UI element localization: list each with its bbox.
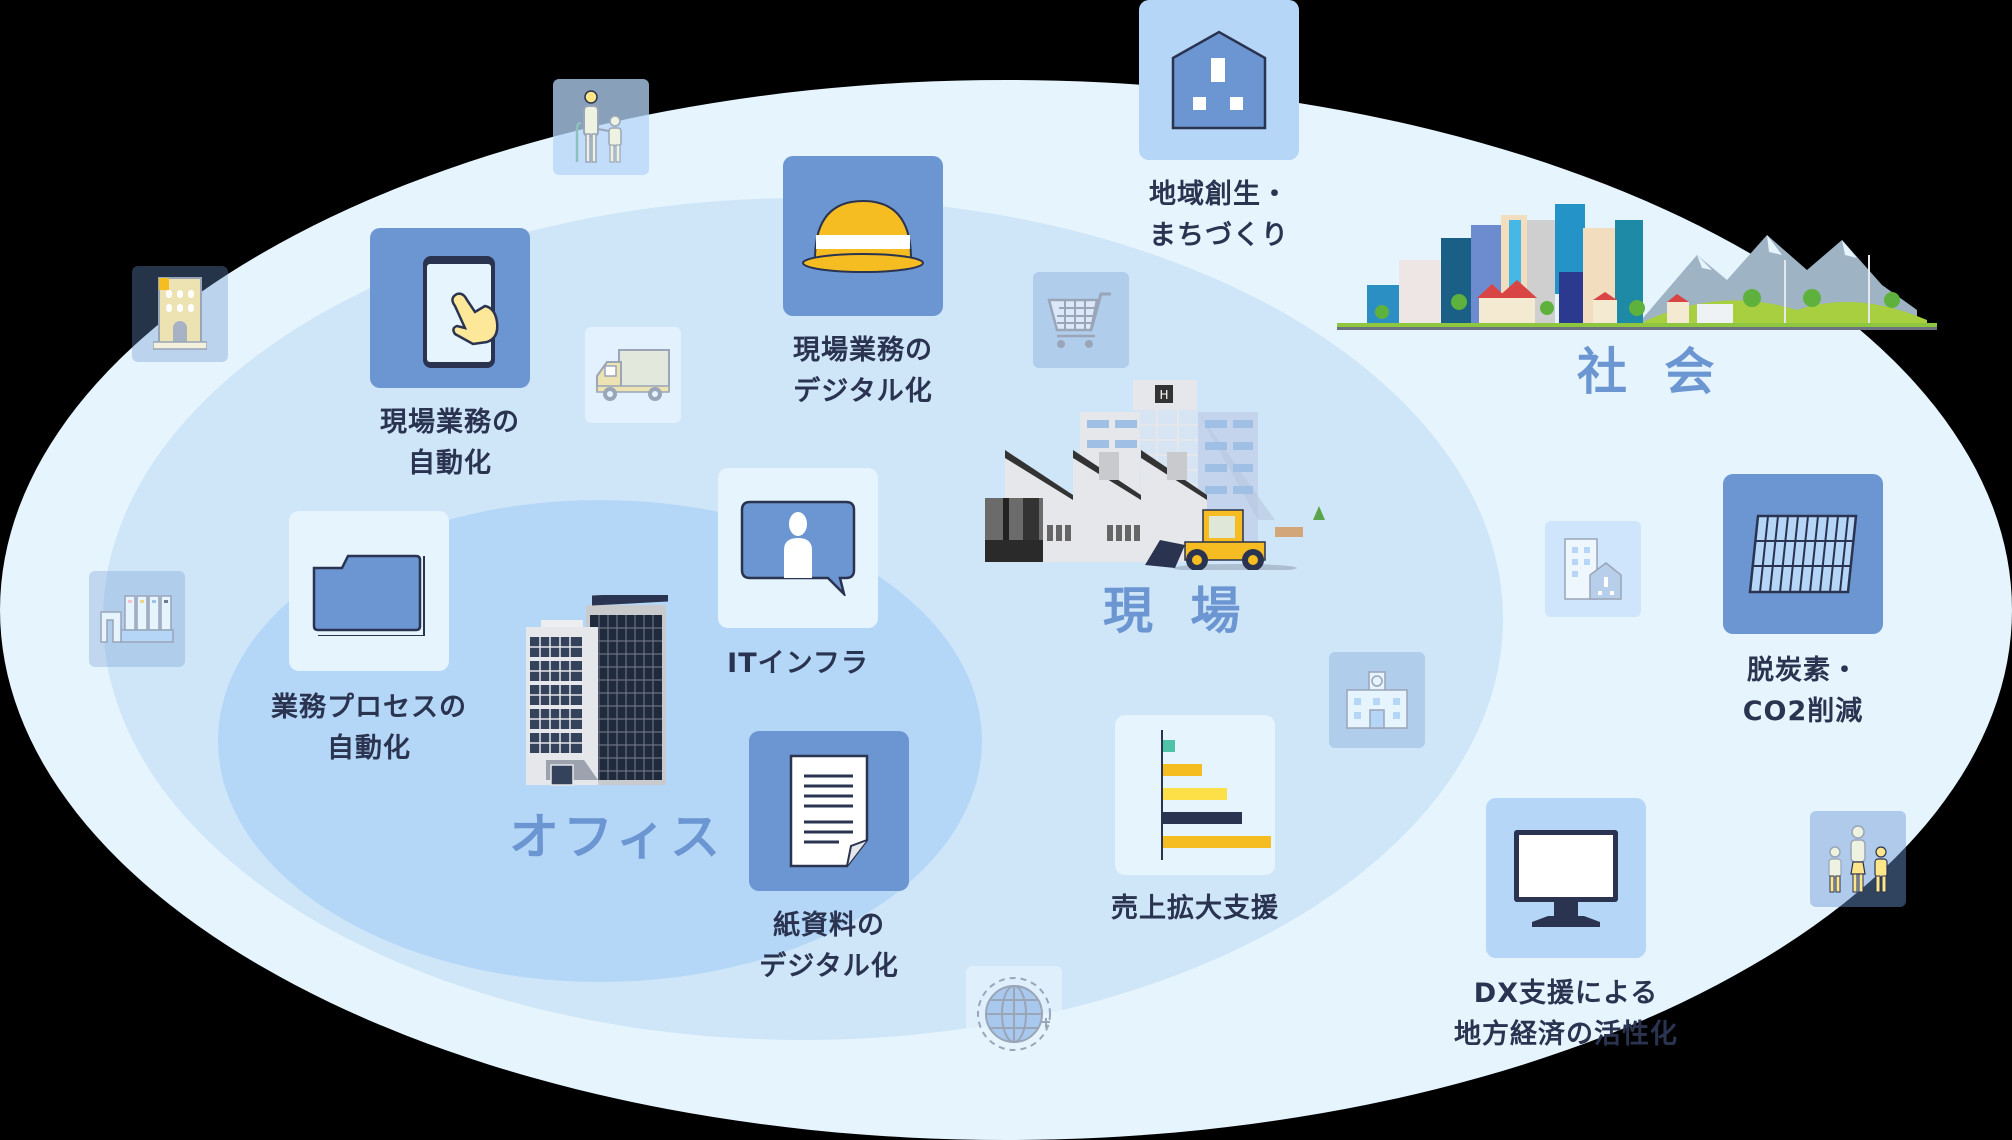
field-heading: 現 場 <box>1103 582 1251 640</box>
user-chat-icon <box>740 500 856 596</box>
bar-chart-icon <box>1137 730 1271 860</box>
tablet-tap-icon <box>423 256 499 368</box>
document-icon <box>789 754 869 868</box>
decarbonization-label: 脱炭素・ CO2削減 <box>1742 655 1864 727</box>
society-city-illustration <box>1337 200 1937 332</box>
house-icon <box>1171 30 1267 130</box>
globe-icon <box>977 977 1051 1051</box>
apartment-icon <box>153 277 207 350</box>
office-heading: オフィス <box>509 808 724 866</box>
decarbonization-card[interactable] <box>1723 474 1883 634</box>
office-building-illustration <box>526 591 676 795</box>
solar-panel-icon <box>1748 514 1858 594</box>
svg-text:H: H <box>1159 388 1168 402</box>
process-automation-card[interactable] <box>289 511 449 671</box>
regional-economy-label: DX支援による 地方経済の活性化 <box>1454 978 1678 1050</box>
process-automation-label: 業務プロセスの 自動化 <box>271 692 467 764</box>
elderly-child-tile <box>553 79 649 175</box>
it-infrastructure-card[interactable] <box>718 468 878 628</box>
globe-tile <box>966 966 1062 1062</box>
monitor-icon <box>1514 830 1618 927</box>
field-factory-illustration: H <box>985 370 1335 572</box>
it-infrastructure-label: ITインフラ <box>727 648 869 679</box>
shopping-cart-tile <box>1033 272 1129 368</box>
regional-economy-card[interactable] <box>1486 798 1646 958</box>
paper-digitalization-card[interactable] <box>749 731 909 891</box>
regional-revitalization-label: 地域創生・ まちづくり <box>1149 179 1289 251</box>
shopping-cart-icon <box>1047 292 1111 348</box>
society-heading: 社 会 <box>1577 343 1725 401</box>
regional-revitalization-card[interactable] <box>1139 0 1299 160</box>
bookshelf-icon <box>100 595 174 643</box>
sales-expansion-label: 売上拡大支援 <box>1111 893 1279 924</box>
field-automation-card[interactable] <box>370 228 530 388</box>
city-buildings-tile <box>1545 521 1641 617</box>
sales-bar <box>1163 764 1202 776</box>
sales-bar <box>1163 740 1175 752</box>
school-tile <box>1329 652 1425 748</box>
sales-bar <box>1163 836 1271 848</box>
sales-expansion-card[interactable] <box>1115 715 1275 875</box>
sales-bar <box>1163 812 1242 824</box>
field-digitalization-label: 現場業務の デジタル化 <box>793 335 933 407</box>
school-icon <box>1346 671 1408 729</box>
city-buildings-icon <box>1564 538 1622 600</box>
sales-bar <box>1163 788 1227 800</box>
paper-digitalization-label: 紙資料の デジタル化 <box>759 910 899 982</box>
field-digitalization-card[interactable] <box>783 156 943 316</box>
hard-hat-icon <box>802 199 924 273</box>
truck-icon <box>596 349 670 401</box>
field-automation-label: 現場業務の 自動化 <box>380 407 520 479</box>
elderly-child-icon <box>575 90 622 163</box>
family-tile <box>1810 811 1906 907</box>
truck-tile <box>585 327 681 423</box>
folder-icon <box>312 554 425 636</box>
family-icon <box>1828 825 1888 893</box>
bookshelf-tile <box>89 571 185 667</box>
apartment-tile <box>132 266 228 362</box>
